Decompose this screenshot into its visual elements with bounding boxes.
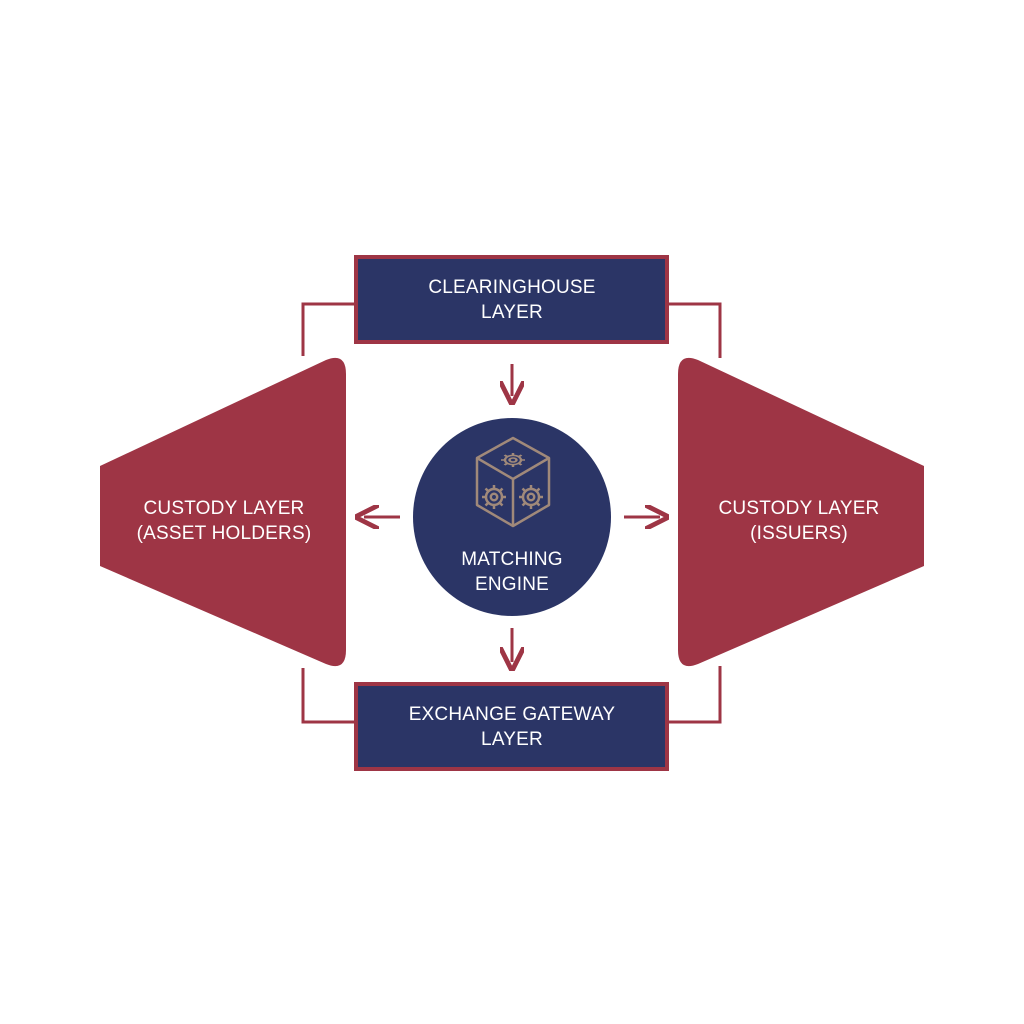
custody-left-shape	[100, 357, 346, 667]
custody-left-label-line2: (ASSET HOLDERS)	[136, 523, 312, 544]
custody-right-shape	[678, 357, 924, 667]
connector-top-right	[669, 302, 722, 358]
custody-right-label-line1: CUSTODY LAYER	[718, 498, 880, 519]
matching-engine-label: MATCHING ENGINE	[412, 545, 612, 599]
gears-cube-icon	[475, 436, 551, 528]
custody-asset-holders-label: CUSTODY LAYER (ASSET HOLDERS)	[118, 494, 330, 548]
custody-left-label-line1: CUSTODY LAYER	[143, 498, 305, 519]
exchange-gateway-label-line2: LAYER	[481, 729, 543, 750]
custody-issuers-label: CUSTODY LAYER (ISSUERS)	[692, 494, 906, 548]
exchange-gateway-layer-label: EXCHANGE GATEWAY LAYER	[356, 684, 668, 770]
custody-right-label-line2: (ISSUERS)	[750, 523, 848, 544]
clearinghouse-layer-label: CLEARINGHOUSE LAYER	[356, 256, 668, 344]
clearinghouse-label-line2: LAYER	[481, 302, 543, 323]
exchange-gateway-label-line1: EXCHANGE GATEWAY	[408, 704, 616, 725]
connector-top-left	[301, 302, 355, 356]
matching-engine-label-line1: MATCHING	[461, 549, 563, 570]
clearinghouse-label-line1: CLEARINGHOUSE	[428, 277, 596, 298]
connector-bottom-right	[669, 666, 722, 724]
connector-bottom-left	[301, 668, 355, 724]
matching-engine-label-line2: ENGINE	[474, 574, 550, 595]
